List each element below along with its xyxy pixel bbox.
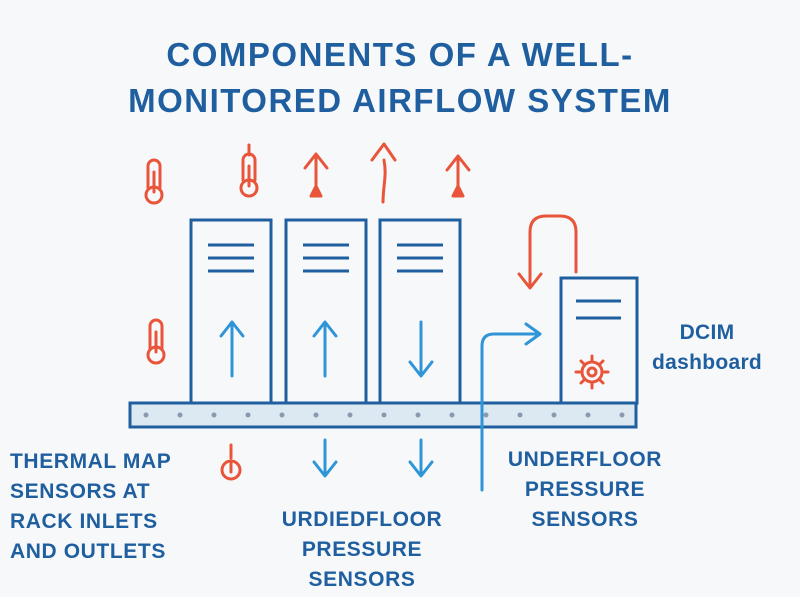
gear-icon — [574, 354, 610, 390]
urdiedfloor-label: URDIEDFLOOR PRESSURE SENSORS — [281, 508, 443, 591]
feedback-loop-arrow — [517, 214, 578, 290]
arrow-icon — [219, 320, 245, 378]
arrow-icon — [312, 320, 338, 378]
pressure-line-arrow — [480, 322, 542, 492]
thermal-map-label: THERMAL MAP SENSORS AT RACK INLETS AND O… — [10, 450, 172, 563]
title-line-1: COMPONENTS OF A WELL- — [166, 36, 634, 73]
thermometer-icon — [144, 158, 164, 205]
thermometer-icon — [239, 143, 259, 198]
arrow-icon — [445, 154, 471, 198]
arrow-icon — [370, 142, 397, 204]
dcim-unit — [559, 276, 639, 405]
raised-floor — [128, 401, 638, 429]
title-line-2: MONITORED AIRFLOW SYSTEM — [128, 82, 672, 119]
diagram-title: COMPONENTS OF A WELL- MONITORED AIRFLOW … — [0, 32, 800, 124]
dcim-label: DCIM dashboard — [652, 321, 763, 374]
thermometer-icon — [220, 443, 242, 481]
thermometer-icon — [146, 318, 166, 365]
underfloor-label: UNDERFLOOR PRESSURE SENSORS — [507, 448, 663, 531]
arrow-icon — [312, 438, 338, 478]
arrow-icon — [408, 438, 434, 478]
arrow-icon — [303, 152, 329, 198]
arrow-icon — [408, 320, 434, 378]
